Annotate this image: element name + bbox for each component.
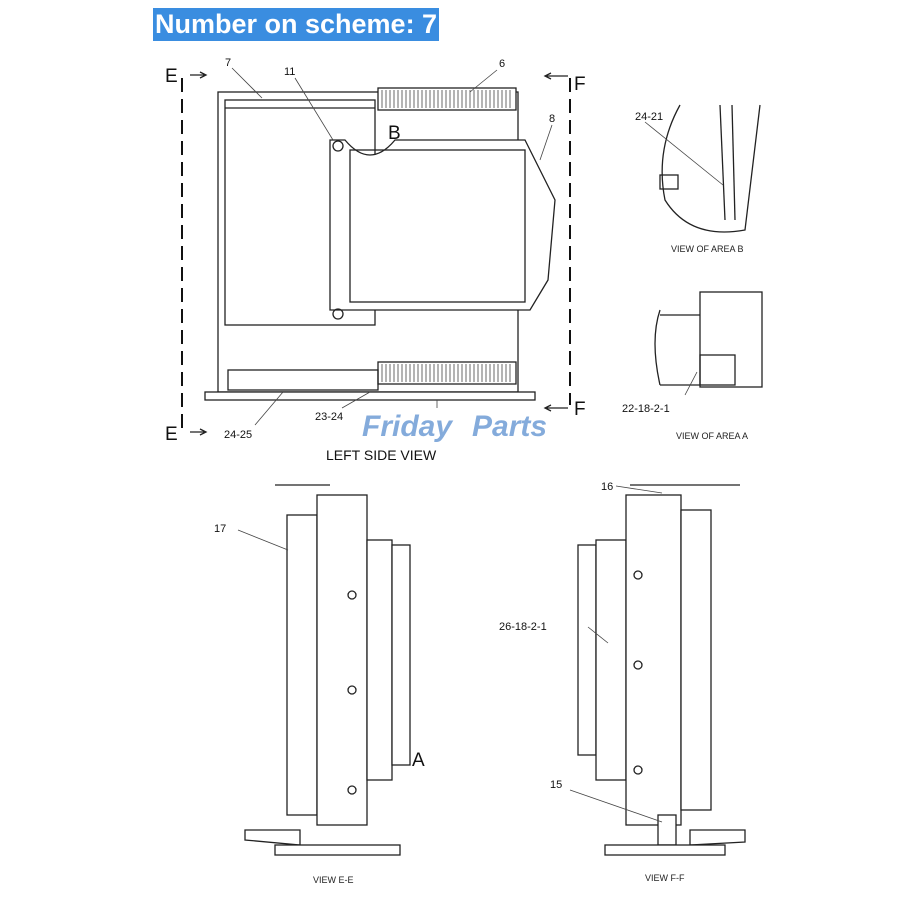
section-e-bottom: E <box>165 424 178 445</box>
callout-22-18-2-1: 22-18-2-1 <box>622 403 670 415</box>
callout-7: 7 <box>225 57 231 69</box>
view-of-area-a: 22-18-2-1 VIEW OF AREA A <box>622 291 763 441</box>
left-side-view: E E F F B 7 11 6 8 24-25 23-24 LEFT SIDE… <box>165 57 586 463</box>
left-side-view-caption: LEFT SIDE VIEW <box>326 447 437 463</box>
section-f-bottom: F <box>574 399 586 420</box>
radiator-fins <box>381 90 511 108</box>
callout-15: 15 <box>550 779 562 791</box>
callout-8: 8 <box>549 113 555 125</box>
callout-24-21: 24-21 <box>635 111 663 123</box>
view-f-f: 16 26-18-2-1 15 VIEW F-F <box>499 481 746 883</box>
view-e-e: 17 A VIEW E-E <box>214 484 425 885</box>
view-area-a-caption: VIEW OF AREA A <box>676 431 748 441</box>
callout-26-18-2-1: 26-18-2-1 <box>499 621 547 633</box>
callout-23-24: 23-24 <box>315 411 343 423</box>
area-b-label: B <box>388 123 401 144</box>
callout-11: 11 <box>284 66 295 78</box>
watermark-text-left: Friday <box>362 410 453 443</box>
section-e-top: E <box>165 66 178 87</box>
callout-17: 17 <box>214 523 226 535</box>
radiator-fins <box>381 364 511 382</box>
view-area-b-caption: VIEW OF AREA B <box>671 244 744 254</box>
watermark-text-right: Parts <box>472 410 547 443</box>
scheme-number-title: Number on scheme: 7 <box>153 8 440 41</box>
view-e-e-caption: VIEW E-E <box>313 875 354 885</box>
view-f-f-caption: VIEW F-F <box>645 873 685 883</box>
section-f-top: F <box>574 74 586 95</box>
area-a-label: A <box>412 750 425 771</box>
callout-16: 16 <box>601 481 613 493</box>
view-of-area-b: 24-21 VIEW OF AREA B <box>635 104 761 254</box>
callout-6: 6 <box>499 58 505 70</box>
fridayparts-watermark-logo: Friday Parts <box>362 410 547 443</box>
callout-24-25: 24-25 <box>224 429 252 441</box>
